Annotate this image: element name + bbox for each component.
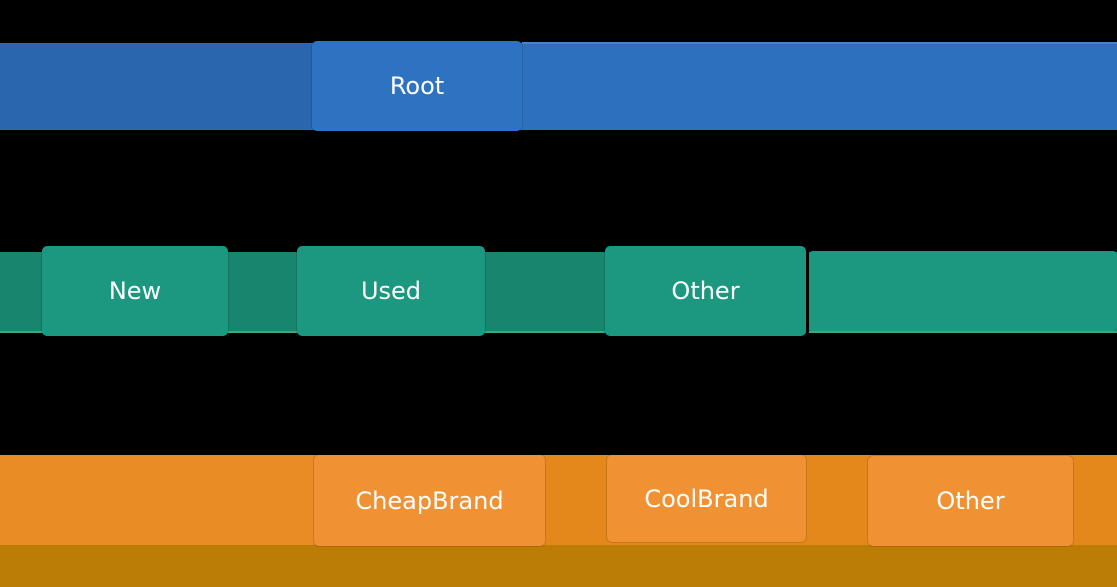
level2-segment-unlabeled-left[interactable] — [0, 455, 314, 545]
level1-segment-unlabeled-right[interactable] — [809, 251, 1117, 331]
node-coolbrand[interactable]: CoolBrand — [607, 455, 806, 542]
level0-segment-unlabeled-left[interactable] — [0, 44, 318, 129]
node-cheapbrand[interactable]: CheapBrand — [314, 455, 545, 546]
node-root-label: Root — [389, 72, 445, 100]
level1-segment-gap — [806, 246, 809, 336]
clipped-bottom-bar — [0, 545, 1117, 587]
node-used[interactable]: Used — [297, 246, 485, 336]
node-cheapbrand-label: CheapBrand — [355, 486, 504, 515]
node-other-condition-label: Other — [671, 277, 740, 305]
node-used-label: Used — [360, 277, 422, 305]
node-coolbrand-label: CoolBrand — [644, 484, 769, 513]
level0-segment-unlabeled-right[interactable] — [522, 42, 1117, 130]
node-new[interactable]: New — [42, 246, 228, 336]
node-root[interactable]: Root — [312, 41, 522, 131]
node-other-brand-label: Other — [936, 487, 1005, 515]
node-other-brand[interactable]: Other — [868, 456, 1073, 546]
node-new-label: New — [108, 277, 162, 305]
node-other-condition[interactable]: Other — [605, 246, 806, 336]
